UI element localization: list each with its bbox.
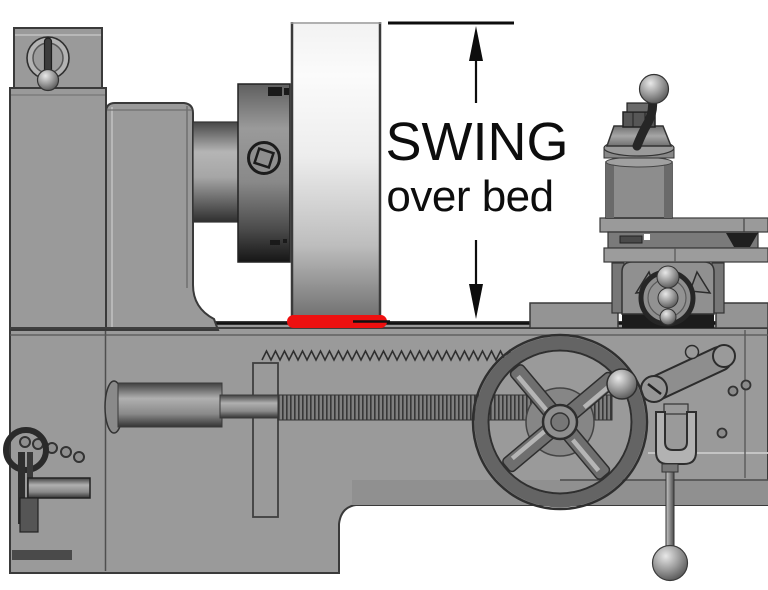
top-slide-upper-band (599, 217, 768, 233)
feed-lever-ball (651, 544, 689, 582)
dimension-arrow-down-head (469, 284, 483, 319)
switch-lever (43, 37, 53, 75)
clevis-pin (663, 403, 689, 415)
faceplate (290, 22, 382, 320)
spindle-nose (192, 121, 240, 223)
rod-collar (661, 463, 679, 473)
tool-post-edge-right (664, 162, 672, 218)
swing-label: SWING (386, 112, 569, 172)
pivot-screw-slot (647, 383, 662, 395)
headstock-left-panel (9, 87, 107, 331)
top-slide-slot (619, 235, 643, 244)
gap-white (718, 288, 768, 301)
chuck-key-square (252, 146, 276, 170)
lead-screw-main-shaft (117, 382, 223, 428)
headstock (9, 27, 220, 331)
chuck-key-socket (247, 141, 281, 175)
tool-post-body (605, 161, 673, 219)
cross-slide-handwheel (634, 265, 712, 327)
bed-way-red-highlight (287, 315, 387, 328)
clevis-fork (655, 411, 697, 465)
bell-crank-small-hole (684, 344, 700, 360)
gear-cover (105, 102, 220, 331)
left-edge-gear-lever (3, 427, 91, 560)
swing-dimension-annotation: SWING over bed (386, 21, 569, 319)
over-bed-label: over bed (386, 172, 553, 221)
pedestal-bolt-holes (19, 436, 85, 463)
apron-holes (716, 379, 752, 439)
carriage-handwheel (471, 333, 649, 511)
chuck-jaw-top-2 (284, 88, 289, 95)
handwheel-ball-top (656, 265, 680, 289)
chuck-jaw-bottom-2 (283, 239, 287, 243)
saddle-wing-left (529, 302, 619, 329)
top-slide-white-dot (644, 234, 650, 240)
feed-lever-rod (665, 471, 675, 549)
handwheel-handle-knob (606, 368, 638, 400)
handwheel-rim-inner (487, 349, 633, 495)
handwheel-ball-mid (657, 287, 679, 309)
compound-base-band (603, 247, 768, 263)
bell-crank-hole (712, 344, 736, 368)
top-slide-notch (726, 233, 758, 247)
tool-post-cap (626, 102, 652, 113)
lead-screw-neck (219, 394, 287, 419)
switch-knob-ball (36, 68, 60, 92)
bed-rack (261, 349, 524, 362)
tool-post-lever-ball (638, 73, 670, 105)
lead-screw-hanger-bracket (252, 362, 279, 518)
power-switch (26, 36, 70, 92)
handwheel-hub-center (550, 412, 570, 432)
chuck-jaw-top (268, 87, 282, 96)
saddle-wing-right (715, 302, 768, 329)
tool-post-edge-left (606, 162, 614, 218)
handwheel-rim-outer (471, 333, 649, 511)
handwheel-rim (474, 336, 646, 508)
dimension-arrow-up-head (469, 26, 483, 61)
tool-post (603, 73, 675, 219)
handwheel-ball-bottom (659, 308, 677, 326)
chuck-jaw-bottom (270, 240, 280, 245)
crank-ear-right (688, 270, 712, 294)
tool-post-lever-arm (632, 92, 658, 151)
chuck-body (237, 83, 291, 263)
